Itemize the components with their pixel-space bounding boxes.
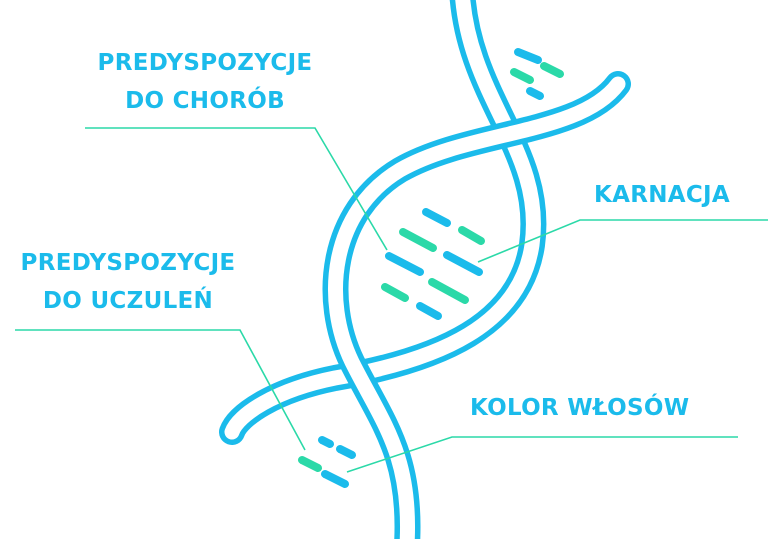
base-pair-dash xyxy=(540,62,564,78)
base-pair-dash xyxy=(510,68,534,84)
base-pair-dash xyxy=(318,436,334,448)
base-pair-dash xyxy=(321,470,349,488)
base-pair-dash xyxy=(458,226,485,245)
label-line: PREDYSPOZYCJE xyxy=(20,250,236,276)
label-allergy-predispositions: PREDYSPOZYCJE DO UCZULEŃ xyxy=(0,244,261,320)
leader-line-allergies xyxy=(15,329,306,451)
base-pair-dash xyxy=(514,48,542,64)
base-pair-dash xyxy=(381,283,409,302)
label-line: DO UCZULEŃ xyxy=(42,288,214,314)
base-pair-dash xyxy=(399,228,437,252)
label-skin-tone: KARNACJA xyxy=(594,176,730,214)
label-disease-predispositions: PREDYSPOZYCJE DO CHORÓB xyxy=(70,44,340,120)
label-line: DO CHORÓB xyxy=(125,88,285,114)
base-pair-dash xyxy=(416,302,442,320)
base-pair-dash xyxy=(526,87,544,100)
base-pair-dash xyxy=(298,456,322,472)
base-pair-dash xyxy=(336,445,356,459)
helix-strand-2 xyxy=(322,71,631,539)
base-pair-dash xyxy=(443,251,483,276)
label-hair-color: KOLOR WŁOSÓW xyxy=(470,389,689,427)
label-line: KARNACJA xyxy=(594,182,731,208)
base-pair-dash xyxy=(428,278,469,304)
base-pair-dash xyxy=(385,252,424,276)
leader-line-skin xyxy=(477,219,768,263)
base-pair-dash xyxy=(422,208,451,227)
leader-line-diseases xyxy=(85,127,388,251)
label-line: PREDYSPOZYCJE xyxy=(97,50,313,76)
label-line: KOLOR WŁOSÓW xyxy=(470,395,690,421)
leader-line-hair xyxy=(346,436,738,473)
